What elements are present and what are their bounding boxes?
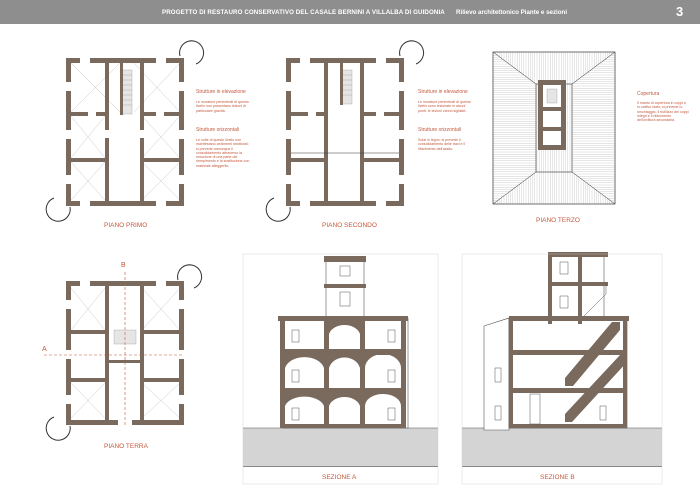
note-terzo-title-1: Copertura [637,91,660,97]
note-terzo-body-1: Il manto di copertura in coppi è in catt… [637,101,689,123]
section-marker-b: B [121,262,126,269]
plan-piano-terzo [492,51,616,205]
section-a-frame [242,253,439,485]
plan-piano-terra [44,264,203,441]
plan-piano-secondo [265,40,425,222]
note-secondo-body-2: Solai in legno: si prevede il consolidam… [418,138,466,151]
label-sezione-b: SEZIONE B [540,474,575,481]
note-primo-body-2: Le volte di questo livello non manifesta… [196,138,250,168]
plan-piano-primo [45,40,205,222]
label-piano-primo: PIANO PRIMO [104,222,148,229]
note-primo-body-1: Le murature perimetrali di questo livell… [196,100,249,113]
note-primo-title-1: Strutture in elevazione [196,89,246,95]
sheet-title: PROGETTO DI RESTAURO CONSERVATIVO DEL CA… [162,9,445,16]
note-secondo-title-1: Strutture in elevazione [418,89,468,95]
label-piano-secondo: PIANO SECONDO [322,222,377,229]
label-piano-terzo: PIANO TERZO [536,217,580,224]
section-b-frame [461,253,663,485]
section-a [243,256,438,467]
label-piano-terra: PIANO TERRA [104,443,148,450]
section-b [462,252,662,467]
note-secondo-title-2: Strutture orizzontali [418,127,462,133]
page-number: 3 [676,4,684,19]
header-bar: PROGETTO DI RESTAURO CONSERVATIVO DEL CA… [0,0,700,24]
sheet-subtitle: Rilievo architettonico Piante e sezioni [456,9,568,16]
label-sezione-a: SEZIONE A [322,474,357,481]
note-secondo-body-1: Le murature perimetrali di questo livell… [418,100,471,113]
note-primo-title-2: Strutture orizzontali [196,127,240,133]
section-marker-a: A [42,346,47,353]
